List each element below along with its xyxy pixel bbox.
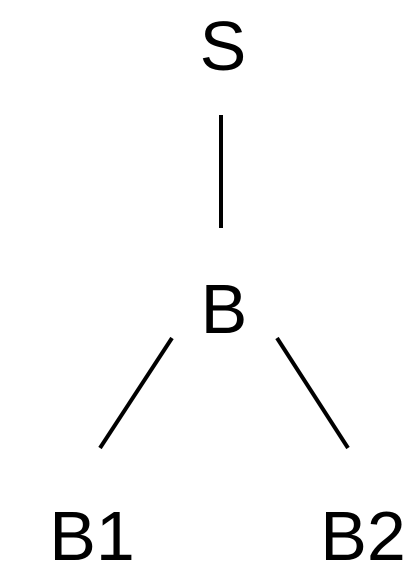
node-b2: B2 <box>320 497 406 569</box>
node-b1: B1 <box>49 497 135 569</box>
node-b: B <box>201 270 248 348</box>
edge-b-b1 <box>98 336 174 450</box>
edge-b-b2 <box>275 336 350 450</box>
node-s: S <box>200 7 247 85</box>
